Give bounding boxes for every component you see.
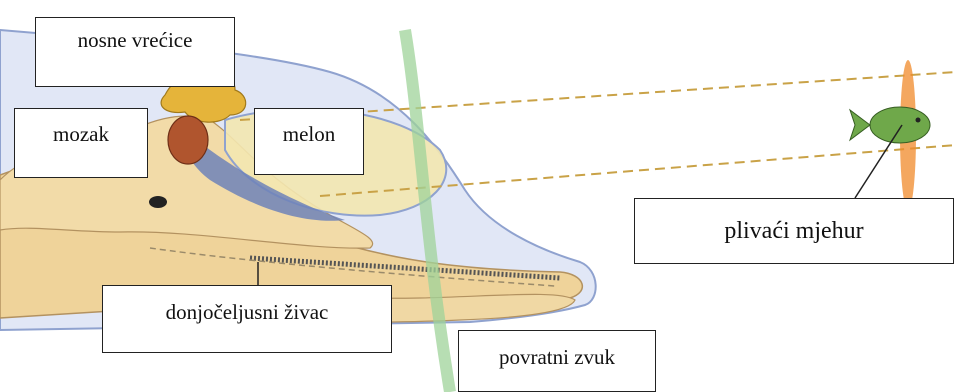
label-mozak: mozak — [14, 108, 148, 178]
label-nosne-vrecice: nosne vrećice — [35, 17, 235, 87]
eye — [149, 196, 167, 208]
fish-body — [870, 107, 930, 143]
label-povratni-zvuk: povratni zvuk — [458, 330, 656, 392]
label-melon: melon — [254, 108, 364, 175]
label-plivaci-mjehur: plivaći mjehur — [634, 198, 954, 264]
label-donjoceljusni-zivac: donjočeljusni živac — [102, 285, 392, 353]
brain-organ — [168, 116, 208, 164]
fish-eye — [916, 118, 921, 123]
fish-tail — [850, 110, 870, 140]
